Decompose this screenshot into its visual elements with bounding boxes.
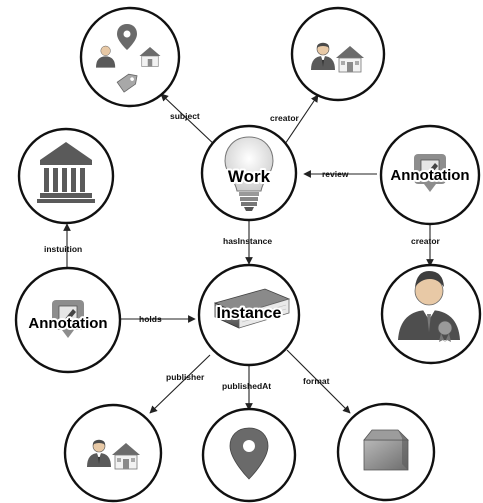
edge-label-instuition: instuition	[44, 244, 82, 254]
book-icon	[213, 288, 291, 329]
svg-text:Instance: Instance	[217, 305, 282, 322]
annotation-right-label: Annotation	[390, 167, 469, 184]
node-publisher[interactable]	[63, 403, 163, 503]
edge-label-holds: holds	[139, 314, 162, 324]
edge-subject: subject	[160, 93, 218, 148]
edge-hasinstance: hasInstance	[223, 219, 272, 265]
edge-label-hasinstance: hasInstance	[223, 236, 272, 246]
svg-text:Work: Work	[228, 167, 271, 186]
annotation-left-label: Annotation	[28, 315, 107, 332]
edge-format: format	[286, 349, 351, 414]
edge-label-publishedat: publishedAt	[222, 381, 271, 391]
work-label: Work	[228, 167, 271, 186]
edge-holds: holds	[121, 314, 196, 324]
edge-label-subject: subject	[170, 111, 200, 121]
edge-label-review: review	[322, 169, 349, 179]
node-creator-right[interactable]	[380, 263, 482, 365]
edge-label-publisher: publisher	[166, 372, 205, 382]
lightbulb-icon	[224, 136, 274, 211]
map-pin-icon	[229, 427, 269, 480]
node-publishedat[interactable]	[201, 407, 297, 503]
edge-creator-top: creator	[270, 94, 319, 148]
node-institution[interactable]	[17, 127, 115, 225]
edge-label-format: format	[303, 376, 330, 386]
edge-creator-right: creator	[411, 223, 441, 267]
node-work[interactable]: Work Work	[200, 124, 298, 222]
node-subject[interactable]	[79, 6, 181, 108]
edge-instuition: instuition	[44, 223, 82, 272]
node-annotation-right[interactable]: Annotation Annotation	[379, 124, 481, 226]
svg-text:Annotation: Annotation	[28, 315, 107, 332]
award-person-icon	[398, 271, 460, 342]
edge-label-creator-top: creator	[270, 113, 300, 123]
node-annotation-left[interactable]: Annotation Annotation	[14, 266, 122, 374]
institution-building-icon	[37, 142, 95, 203]
edge-review: review	[303, 169, 377, 179]
node-instance[interactable]: Instance Instance	[197, 263, 301, 367]
svg-text:Annotation: Annotation	[390, 167, 469, 184]
package-icon	[363, 429, 409, 471]
person-pin-house-tag-icon	[96, 24, 161, 93]
node-creator-top[interactable]	[290, 6, 386, 102]
node-format[interactable]	[336, 402, 436, 502]
edge-label-creator-right: creator	[411, 236, 441, 246]
edge-publishedat: publishedAt	[222, 364, 271, 411]
instance-label: Instance	[217, 305, 282, 322]
edge-publisher: publisher	[149, 354, 211, 414]
